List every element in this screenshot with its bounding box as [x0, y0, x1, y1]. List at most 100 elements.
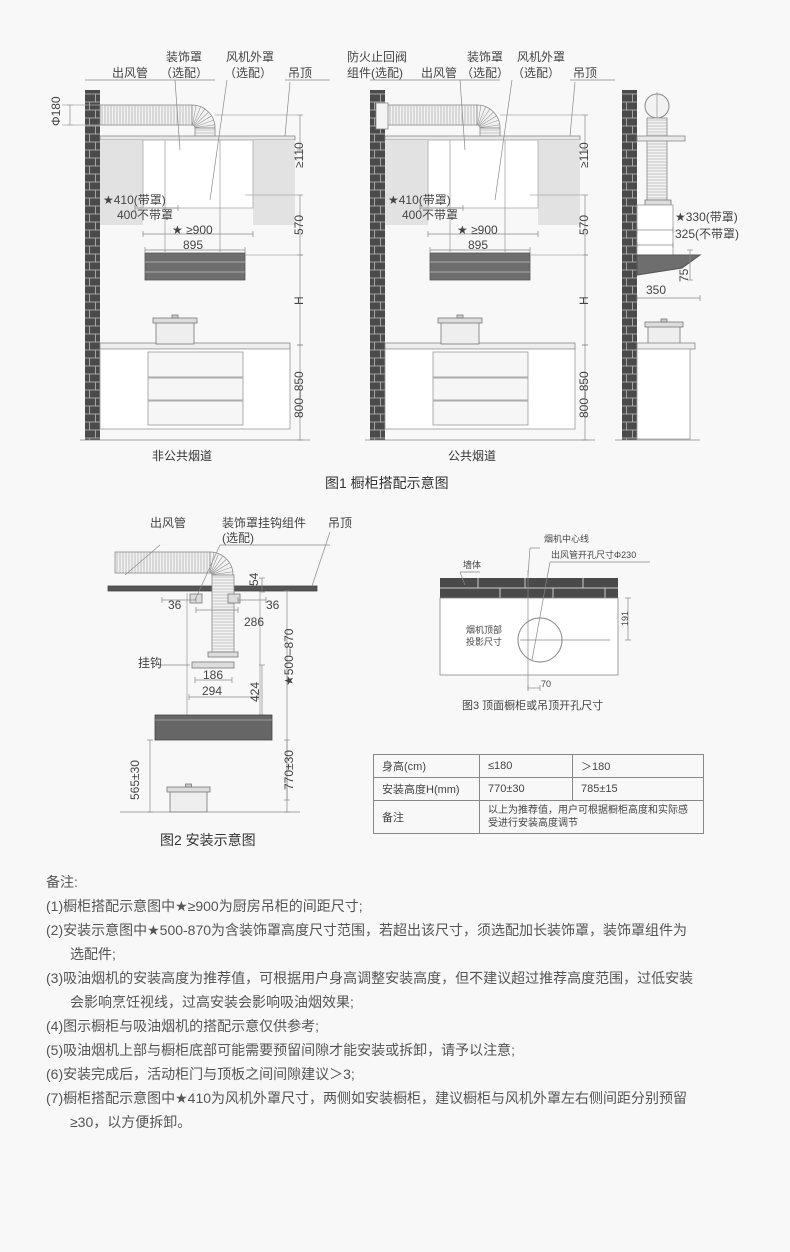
leader-line [174, 79, 181, 151]
duct-rib [479, 124, 500, 128]
hook-bracket [227, 593, 241, 604]
countertop [99, 342, 291, 350]
dim-h: H [577, 296, 591, 305]
duct-rib [478, 111, 494, 127]
drawer [432, 351, 529, 378]
pot [440, 321, 480, 345]
range-hood-side [636, 254, 702, 276]
label-centerline: 烟机中心线 [544, 534, 590, 544]
leader-line [527, 547, 531, 576]
leader-line [284, 81, 291, 137]
note-item: (6)安装完成后，活动柜门与顶板之间间隙建议＞3; [46, 1066, 355, 1082]
flexible-duct [211, 574, 235, 653]
label-deco-cover: 装饰罩 [467, 50, 504, 64]
label-deco-cover-opt: （选配） [461, 66, 510, 80]
dim-895: 895 [183, 238, 204, 252]
dim-500-870: ★500–870 [282, 628, 296, 686]
pot-lid [166, 786, 211, 793]
notes-title: 备注: [46, 874, 78, 890]
dim-54: 54 [247, 572, 261, 586]
label-projection-1: 烟机顶部 [466, 625, 503, 635]
duct-rib [211, 562, 230, 575]
note-item: (1)橱柜搭配示意图中★≥900为厨房吊柜的间距尺寸; [46, 898, 363, 914]
dim-294: 294 [202, 684, 223, 698]
dim-800-850: 800–850 [292, 371, 306, 418]
table-cell: ≤180 [479, 754, 573, 778]
note-item: (5)吸油烟机上部与橱柜底部可能需要预留间隙才能安装或拆卸，请予以注意; [46, 1042, 515, 1058]
label-damper-opt: 组件(选配) [347, 66, 403, 80]
suspended-ceiling [384, 135, 581, 141]
duct-rib [211, 558, 227, 574]
label-outlet-pipe: 出风管 [421, 66, 458, 80]
dim-410: ★410(带罩) [388, 193, 451, 207]
dim-350: 350 [646, 283, 667, 297]
leader-line [569, 81, 576, 137]
dim-110: ≥110 [577, 142, 591, 168]
dim-186: 186 [203, 668, 224, 682]
range-hood [144, 252, 246, 281]
dim-330: ★330(带罩) [675, 210, 738, 224]
note-item: (2)安装示意图中★500-870为含装饰罩高度尺寸范围，若超出该尺寸，须选配加… [46, 922, 688, 938]
dim-400: 400不带罩 [402, 208, 459, 222]
duct-flange [644, 199, 672, 206]
label-outlet-pipe: 出风管 [150, 516, 187, 530]
pot-lid [152, 317, 198, 324]
pot-lid [644, 321, 684, 328]
label-damper: 防火止回阀 [347, 50, 408, 64]
label-projection-2: 投影尺寸 [466, 637, 503, 647]
duct-rib [211, 571, 233, 576]
dim-110: ≥110 [292, 142, 306, 168]
dim-36-left: 36 [168, 598, 182, 612]
brick-wall [85, 90, 100, 440]
drawer [432, 377, 529, 401]
pot [155, 321, 195, 345]
duct-rib [479, 115, 497, 127]
drawer [147, 351, 244, 378]
caption-public-flue: 公共烟道 [448, 449, 497, 463]
drawer [432, 400, 529, 426]
duct-rib [194, 119, 214, 128]
fig2-caption: 图2 安装示意图 [160, 832, 256, 848]
fig1-caption: 图1 橱柜搭配示意图 [325, 475, 449, 491]
table-cell: 备注 [373, 800, 480, 834]
dim-410: ★410(带罩) [103, 193, 166, 207]
table-cell: 身高(cm) [373, 754, 480, 778]
label-fan-cover: 风机外罩 [517, 50, 566, 64]
duct-rib [479, 119, 499, 128]
hood-projection [439, 597, 619, 676]
label-fan-cover-opt: （选配） [512, 66, 561, 80]
duct-rib [193, 108, 206, 126]
duct-rib [210, 553, 219, 574]
duct-rib [477, 106, 486, 126]
leader-line [209, 79, 228, 201]
note-item: 会影响烹饪视线，过高安装会影响吸油烟效果; [70, 994, 354, 1010]
dim-h: H [292, 296, 306, 305]
range-hood [154, 714, 273, 741]
table-cell: 770±30 [479, 777, 573, 801]
label-ceiling: 吊顶 [573, 66, 598, 80]
leader-line [531, 561, 551, 661]
base-cabinet [636, 348, 691, 440]
note-item: (4)图示橱柜与吸油烟机的搭配示意仅供参考; [46, 1018, 319, 1034]
upper-cabinet [100, 140, 143, 225]
duct-rib [477, 105, 482, 126]
label-hook: 挂钩 [138, 656, 163, 670]
dim-75: 75 [677, 268, 691, 282]
label-hook-assembly-opt: (选配) [222, 531, 254, 545]
table-row: 身高(cm) ≤180 ＞180 [373, 754, 704, 778]
label-hole-size: 出风管开孔尺寸Φ230 [551, 550, 637, 560]
label-ceiling: 吊顶 [328, 516, 353, 530]
duct-rib [210, 555, 224, 574]
dim-565: 565±30 [128, 760, 142, 800]
countertop [384, 342, 576, 350]
caption-non-public-flue: 非公共烟道 [152, 449, 213, 463]
install-height-table: 身高(cm) ≤180 ＞180 安装高度H(mm) 770±30 785±15… [373, 754, 704, 834]
leader-line [459, 79, 466, 151]
dim-770: 770±30 [282, 750, 296, 790]
table-cell: 785±15 [572, 777, 704, 801]
drawer [147, 400, 244, 426]
duct-flange [207, 651, 239, 658]
dim-424: 424 [248, 681, 262, 702]
label-outlet-pipe: 出风管 [112, 66, 149, 80]
label-deco-cover-opt: （选配） [160, 66, 209, 80]
